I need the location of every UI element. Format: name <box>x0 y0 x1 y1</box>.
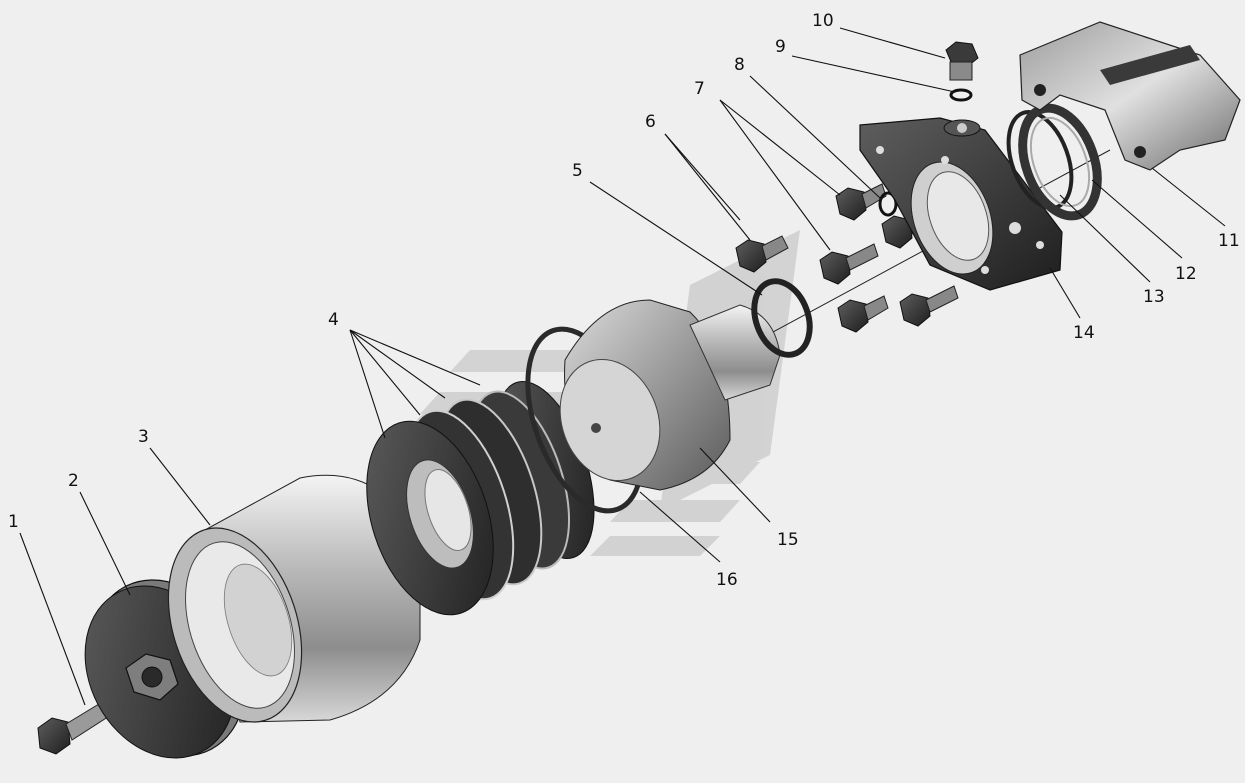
part-9-washer <box>949 88 973 102</box>
part-4-seals <box>366 381 595 616</box>
callout-labels: 1 2 3 4 5 6 7 8 9 10 11 12 13 14 15 16 <box>8 11 1240 590</box>
callout-9: 9 <box>775 37 786 57</box>
callout-3: 3 <box>138 427 149 447</box>
callout-12: 12 <box>1175 264 1197 284</box>
callout-5: 5 <box>572 161 583 181</box>
callout-15: 15 <box>777 530 799 550</box>
part-3-cylinder <box>167 474 421 723</box>
part-10-plug <box>945 41 979 81</box>
callout-11: 11 <box>1218 231 1240 251</box>
leader-lines <box>19 27 1226 706</box>
callout-4: 4 <box>328 310 339 330</box>
part-11-cover <box>1019 21 1241 171</box>
callout-10: 10 <box>812 11 834 31</box>
part-14-flange <box>859 117 1063 291</box>
part-8-washer <box>878 191 898 217</box>
callout-2: 2 <box>68 471 79 491</box>
callout-6: 6 <box>645 112 656 132</box>
part-6-bolts <box>735 235 889 333</box>
callout-14: 14 <box>1073 323 1095 343</box>
callout-7: 7 <box>694 79 705 99</box>
part-5-ring <box>751 278 813 358</box>
callout-13: 13 <box>1143 287 1165 307</box>
callout-8: 8 <box>734 55 745 75</box>
callout-1: 1 <box>8 512 19 532</box>
callout-16: 16 <box>716 570 738 590</box>
